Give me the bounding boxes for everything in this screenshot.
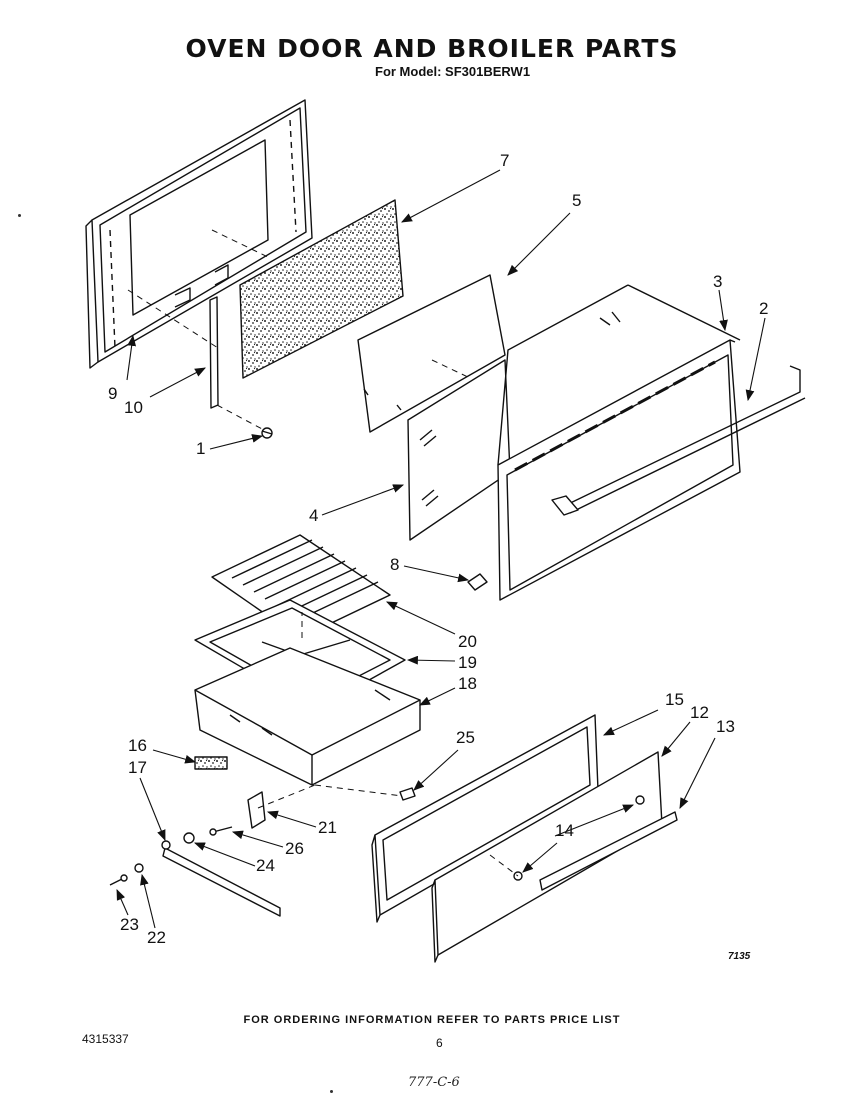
handwritten-note: 777-C-6 xyxy=(408,1075,460,1090)
callout-3: 3 xyxy=(713,272,723,291)
broiler-spring xyxy=(194,756,228,770)
model-subtitle: For Model: SF301BERW1 xyxy=(375,64,531,79)
broiler-bracket xyxy=(247,791,266,829)
callout-24: 24 xyxy=(256,856,275,875)
callout-7: 7 xyxy=(500,151,510,170)
clip-part-25 xyxy=(399,787,416,801)
inner-door-glass xyxy=(357,274,506,433)
door-handle xyxy=(551,365,806,516)
callout-26: 26 xyxy=(285,839,304,858)
door-insulation xyxy=(239,199,404,379)
drawer-trim xyxy=(539,811,678,891)
screw-part-26 xyxy=(209,826,233,836)
callout-20: 20 xyxy=(458,632,477,651)
callout-4: 4 xyxy=(309,506,319,525)
callout-18: 18 xyxy=(458,674,477,693)
callout-12: 12 xyxy=(690,703,709,722)
screws-22-23 xyxy=(109,863,144,886)
callout-16: 16 xyxy=(128,736,147,755)
callout-8: 8 xyxy=(390,555,400,574)
inner-door-liner xyxy=(85,99,313,369)
scan-speck xyxy=(18,214,21,217)
document-number: 4315337 xyxy=(82,1032,129,1046)
callout-9: 9 xyxy=(108,384,118,403)
ordering-note: FOR ORDERING INFORMATION REFER TO PARTS … xyxy=(243,1014,621,1026)
figure-reference: 7135 xyxy=(728,951,751,962)
outer-door-frame xyxy=(497,284,741,601)
callout-1: 1 xyxy=(196,439,206,458)
callout-21: 21 xyxy=(318,818,337,837)
callout-14: 14 xyxy=(555,821,574,840)
callout-17: 17 xyxy=(128,758,147,777)
broiler-track xyxy=(161,832,281,917)
callout-15: 15 xyxy=(665,690,684,709)
page-number: 6 xyxy=(436,1036,443,1050)
callout-10: 10 xyxy=(124,398,143,417)
scan-speck xyxy=(330,1090,333,1093)
callout-2: 2 xyxy=(759,299,769,318)
broiler-pan xyxy=(194,647,421,786)
hinge-bracket xyxy=(467,573,488,591)
callout-13: 13 xyxy=(716,717,735,736)
callout-23: 23 xyxy=(120,915,139,934)
callout-19: 19 xyxy=(458,653,477,672)
page-title: OVEN DOOR AND BROILER PARTS xyxy=(185,34,679,63)
callout-25: 25 xyxy=(456,728,475,747)
callout-22: 22 xyxy=(147,928,166,947)
baffle-rod xyxy=(209,296,219,409)
callout-5: 5 xyxy=(572,191,582,210)
screw-part-1 xyxy=(261,427,273,439)
